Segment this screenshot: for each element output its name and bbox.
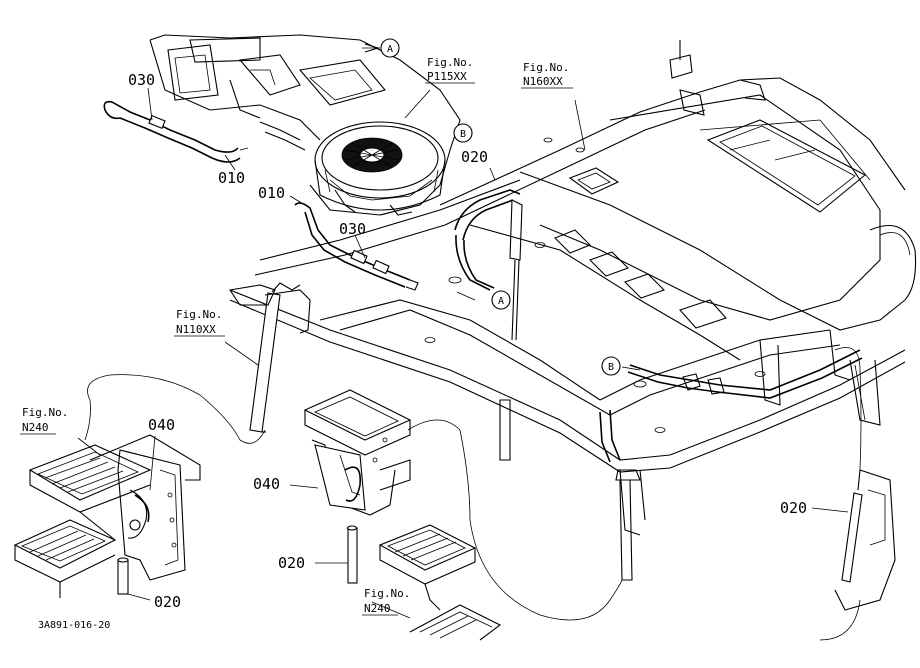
fig-ref-n110xx: Fig.No. N110XX [174,308,225,337]
fig-ref-n110xx-prefix: Fig.No. [176,308,222,321]
fig-ref-n160xx-prefix: Fig.No. [523,61,569,74]
part-label-030-mid: 030 [339,220,366,238]
leader-lines [77,47,849,619]
fig-ref-n110xx-number: N110XX [176,323,216,336]
part-label-010-upper: 010 [218,169,245,187]
fig-ref-p115xx-number: P115XX [427,70,467,83]
heater-unit [149,34,461,216]
part-label-020-mid: 020 [278,554,305,572]
fig-ref-n240-mid: Fig.No. N240 [362,587,410,616]
part-label-020-left: 020 [154,593,181,611]
fig-ref-p115xx: Fig.No. P115XX [425,56,475,84]
figure-code: 3A891-016-20 [38,620,110,631]
part-label-020-top: 020 [461,148,488,166]
fig-ref-p115xx-prefix: Fig.No. [427,56,473,69]
fig-ref-n240-mid-prefix: Fig.No. [364,587,410,600]
fig-ref-n240-mid-number: N240 [364,602,391,615]
callout-b-top: B [453,123,473,143]
part-label-030-top: 030 [128,71,155,89]
middle-step-bracket [303,389,502,641]
fig-ref-n160xx: Fig.No. N160XX [521,61,573,89]
callout-a-mid-letter: A [498,296,504,307]
callout-a-top: A [364,38,400,58]
left-step-bracket [13,434,201,598]
fig-ref-n240-left-number: N240 [22,421,49,434]
part-label-020-right: 020 [780,499,807,517]
fig-ref-n240-left-prefix: Fig.No. [22,406,68,419]
part-label-040-left: 040 [148,416,175,434]
heater-hoses [103,100,863,463]
callout-a-mid: A [491,290,511,310]
part-label-010-lower: 010 [258,184,285,202]
fig-ref-n160xx-number: N160XX [523,75,563,88]
callout-b-top-letter: B [460,129,466,140]
part-label-040-mid: 040 [253,475,280,493]
callout-b-right: B [601,356,621,376]
fig-ref-n240-left: Fig.No. N240 [20,406,68,435]
cable-routes [84,347,862,641]
callout-a-top-letter: A [387,44,393,55]
callout-b-right-letter: B [608,362,614,373]
gas-struts [117,199,896,611]
